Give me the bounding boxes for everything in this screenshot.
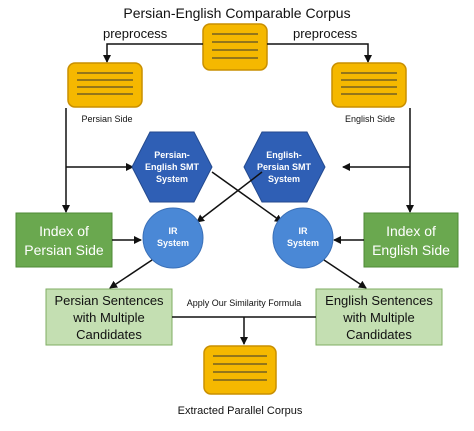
smt-right-line-3: System bbox=[268, 174, 300, 184]
index-english-line-1: Index of bbox=[386, 223, 436, 239]
ir-system-left-circle bbox=[142, 207, 204, 269]
smt-left-line-3: System bbox=[156, 174, 188, 184]
persian-candidates-box bbox=[45, 288, 173, 346]
persian-candidates-line-1: Persian Sentences bbox=[54, 293, 164, 308]
smt-right-to-ir-left-arrow bbox=[196, 171, 263, 223]
english-candidates-line-2: with Multiple bbox=[342, 310, 415, 325]
preprocess-arrow-left bbox=[103, 43, 203, 63]
index-persian-box bbox=[15, 212, 113, 268]
ir-left-line-1: IR bbox=[169, 226, 179, 236]
smt-left-to-ir-right-arrow bbox=[211, 171, 283, 223]
index-persian-line-2: Persian Side bbox=[24, 242, 104, 258]
english-side-document bbox=[331, 62, 407, 108]
persian-candidates-line-3: Candidates bbox=[76, 327, 142, 342]
smt-right-line-2: Persian SMT bbox=[257, 162, 312, 172]
index-english-box bbox=[363, 212, 459, 268]
persian-side-label: Persian Side bbox=[81, 114, 132, 124]
extracted-corpus-label: Extracted Parallel Corpus bbox=[178, 405, 303, 417]
persian-english-smt-hexagon bbox=[131, 131, 213, 203]
ir-system-right-circle bbox=[272, 207, 334, 269]
english-persian-smt-hexagon bbox=[243, 131, 326, 203]
similarity-formula-label: Apply Our Similarity Formula bbox=[187, 298, 302, 308]
smt-right-line-1: English- bbox=[266, 150, 302, 160]
ir-left-line-2: System bbox=[157, 238, 189, 248]
english-side-label: English Side bbox=[345, 114, 395, 124]
smt-left-line-2: English SMT bbox=[145, 162, 200, 172]
diagram-title: Persian-English Comparable Corpus bbox=[123, 5, 350, 21]
index-english-line-2: English Side bbox=[372, 242, 450, 258]
extracted-corpus-document bbox=[203, 345, 277, 395]
persian-candidates-line-2: with Multiple bbox=[72, 310, 145, 325]
preprocess-arrow-right bbox=[267, 43, 372, 63]
corpus-document-top bbox=[202, 23, 268, 71]
english-candidates-line-3: Candidates bbox=[346, 327, 412, 342]
smt-left-line-1: Persian- bbox=[154, 150, 190, 160]
ir-left-to-candidates-arrow bbox=[109, 259, 153, 289]
ir-right-to-candidates-arrow bbox=[323, 259, 367, 289]
ir-right-line-1: IR bbox=[299, 226, 309, 236]
english-candidates-line-1: English Sentences bbox=[325, 293, 433, 308]
preprocess-label-left: preprocess bbox=[103, 26, 168, 41]
persian-side-document bbox=[67, 62, 143, 108]
preprocess-label-right: preprocess bbox=[293, 26, 358, 41]
index-persian-line-1: Index of bbox=[39, 223, 89, 239]
ir-right-line-2: System bbox=[287, 238, 319, 248]
